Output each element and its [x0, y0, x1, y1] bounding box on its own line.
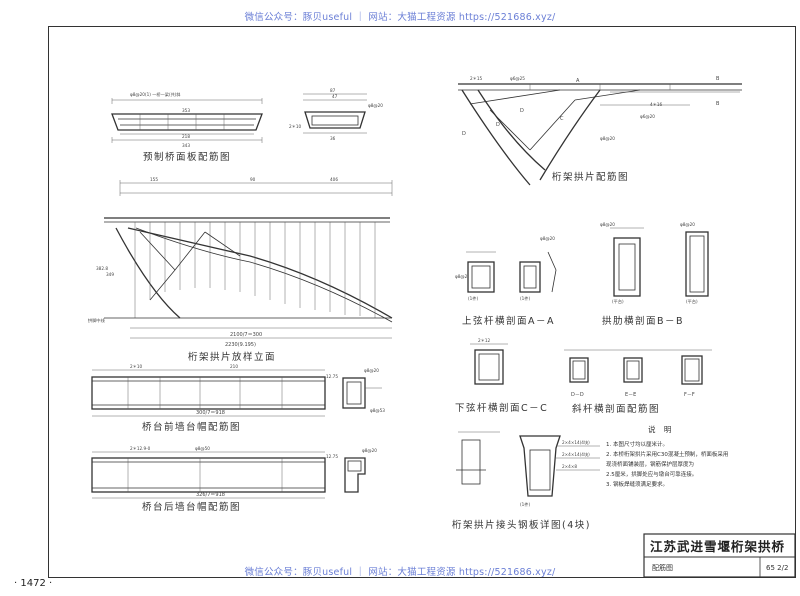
svg-text:A: A: [576, 78, 580, 84]
svg-text:φ8@20: φ8@20: [600, 136, 615, 141]
svg-text:(平台): (平台): [612, 298, 624, 305]
svg-text:φ8@20: φ8@20: [600, 222, 615, 227]
title-block-sheet: 65 2/2: [766, 564, 788, 572]
svg-text:F－F: F－F: [684, 392, 695, 398]
svg-text:φ8@20: φ8@20: [680, 222, 695, 227]
caption-abutment-front: 桥台前墙台帽配筋图: [142, 421, 241, 433]
note-line-2: 2. 本桥桁架拱片采用C30混凝土预制，桥面板采用: [606, 450, 728, 458]
svg-text:210: 210: [230, 364, 238, 369]
svg-text:326/7＝918: 326/7＝918: [196, 492, 225, 498]
caption-prefab-slab: 预制桥面板配筋图: [143, 151, 231, 163]
svg-text:2＊12.9-0: 2＊12.9-0: [130, 446, 151, 451]
svg-text:343: 343: [182, 143, 190, 148]
svg-text:2＊15: 2＊15: [470, 76, 483, 81]
svg-text:90: 90: [250, 177, 256, 182]
svg-text:155: 155: [150, 177, 158, 182]
svg-text:φ8@20: φ8@20: [364, 368, 379, 373]
joint-detail-drawing: 2×4×14(4块) 2×4×14(4块) 2×4×8 (1件) 桁架拱片接头钢…: [452, 431, 600, 531]
svg-text:36: 36: [330, 136, 336, 141]
caption-web-sections: 斜杆横剖面配筋图: [572, 403, 660, 415]
svg-text:C: C: [560, 116, 564, 122]
page-number: · 1472 ·: [14, 578, 53, 589]
svg-text:2×4×14(4块): 2×4×14(4块): [562, 451, 590, 458]
svg-text:E－E: E－E: [625, 392, 636, 398]
svg-text:2＊10: 2＊10: [130, 364, 143, 369]
svg-text:φ8@53: φ8@53: [370, 408, 385, 413]
svg-text:φ6@20: φ6@20: [640, 114, 655, 119]
caption-truss-layout: 桁架拱片放样立面: [188, 351, 276, 363]
svg-text:D: D: [520, 108, 524, 114]
abutment-back-drawing: 2＊12.9-0 φ8@50 326/7＝918 12.75 φ8@20 桥台后…: [91, 446, 377, 513]
svg-text:B: B: [716, 101, 720, 107]
section-bb-drawing: φ8@20 φ8@20 (平台) (平台) 拱肋横剖面B－B: [600, 222, 709, 327]
notes-heading: 说 明: [648, 424, 674, 434]
svg-text:D－D: D－D: [571, 392, 584, 398]
caption-section-cc: 下弦杆横剖面C－C: [455, 402, 548, 414]
notes-block: 说 明 1. 本图尺寸均以厘米计。 2. 本桥桁架拱片采用C30混凝土预制，桥面…: [606, 424, 728, 488]
title-block: 江苏武进雪堰桁架拱桥 配筋图 65 2/2: [643, 533, 796, 578]
section-cc-drawing: 2＊12 下弦杆横剖面C－C: [455, 338, 548, 414]
svg-text:D: D: [496, 122, 500, 128]
svg-text:拱脚中线: 拱脚中线: [88, 317, 106, 324]
svg-text:φ8@20: φ8@20: [368, 103, 383, 108]
svg-text:D: D: [462, 131, 466, 137]
title-block-title: 江苏武进雪堰桁架拱桥: [650, 539, 785, 554]
svg-text:B: B: [716, 76, 720, 82]
svg-text:(1件): (1件): [468, 295, 478, 302]
note-line-4: 2.5厘米，拱脚处应与墩台可靠连接。: [606, 470, 697, 478]
svg-text:2＊10: 2＊10: [289, 124, 302, 129]
svg-text:(平台): (平台): [686, 298, 698, 305]
svg-text:218: 218: [182, 134, 190, 139]
svg-text:(1件): (1件): [520, 501, 530, 508]
note-line-3: 现浇桥面铺装层，钢筋保护层厚度为: [606, 460, 694, 468]
svg-text:4＊16: 4＊16: [650, 102, 663, 107]
svg-text:φ6@25: φ6@25: [510, 76, 525, 81]
svg-text:87: 87: [330, 88, 336, 93]
svg-text:406: 406: [330, 177, 338, 182]
svg-text:349: 349: [106, 272, 114, 277]
svg-text:47: 47: [332, 94, 338, 99]
svg-text:2×4×8: 2×4×8: [562, 464, 577, 469]
svg-text:2×4×14(4块): 2×4×14(4块): [562, 439, 590, 446]
svg-text:2＊12: 2＊12: [478, 338, 491, 343]
svg-text:φ8@20: φ8@20: [540, 236, 555, 241]
caption-section-bb: 拱肋横剖面B－B: [602, 315, 684, 327]
svg-text:12.75: 12.75: [326, 374, 338, 379]
truss-elevation-drawing: 2＊15 φ6@25 A B B D D D C 4＊16 φ6@20 φ8@2…: [458, 76, 742, 186]
svg-text:(1件): (1件): [520, 295, 530, 302]
section-aa-drawing: (1件) (1件) φ8@2 φ8@20 上弦杆横剖面A－A: [455, 236, 557, 327]
caption-joint-detail: 桁架拱片接头钢板详图(4块): [452, 519, 591, 531]
svg-text:φ8@2: φ8@2: [455, 274, 468, 279]
prefab-slab-drawing: φ8@20(1) 一桥一梁(共)斜 353 218 343 87 47 φ8@2…: [111, 88, 383, 163]
abutment-front-drawing: 2＊10 210 300/7＝918 12.75 φ8@20 φ8@53 桥台前…: [91, 364, 385, 433]
note-line-1: 1. 本图尺寸均以厘米计。: [606, 440, 668, 448]
svg-text:12.75: 12.75: [326, 454, 338, 459]
drawing-frame: [48, 26, 796, 578]
svg-text:2100/7＝300: 2100/7＝300: [230, 332, 262, 338]
svg-text:2230(9.195): 2230(9.195): [225, 342, 256, 348]
web-sections-drawing: D－D E－E F－F 斜杆横剖面配筋图: [564, 349, 712, 415]
title-block-subtitle: 配筋图: [652, 563, 673, 572]
svg-text:300/7＝918: 300/7＝918: [196, 410, 225, 416]
caption-section-aa: 上弦杆横剖面A－A: [462, 315, 555, 327]
svg-text:353: 353: [182, 108, 190, 113]
svg-text:φ8@50: φ8@50: [195, 446, 210, 451]
caption-abutment-back: 桥台后墙台帽配筋图: [142, 501, 241, 513]
truss-layout-drawing: 155 90 406: [88, 177, 393, 363]
svg-text:φ8@20: φ8@20: [362, 448, 377, 453]
watermark-bottom: 微信公众号：豚贝useful ｜ 网站：大猫工程资源 https://52168…: [244, 567, 556, 578]
caption-truss-elevation: 桁架拱片配筋图: [552, 171, 629, 183]
note-line-5: 3. 钢板焊缝须满足要求。: [606, 480, 668, 488]
svg-text:382.8: 382.8: [96, 266, 108, 271]
svg-text:φ8@20(1) 一桥一梁(共)斜: φ8@20(1) 一桥一梁(共)斜: [130, 91, 181, 98]
watermark-top: 微信公众号：豚贝useful ｜ 网站：大猫工程资源 https://52168…: [244, 12, 556, 23]
